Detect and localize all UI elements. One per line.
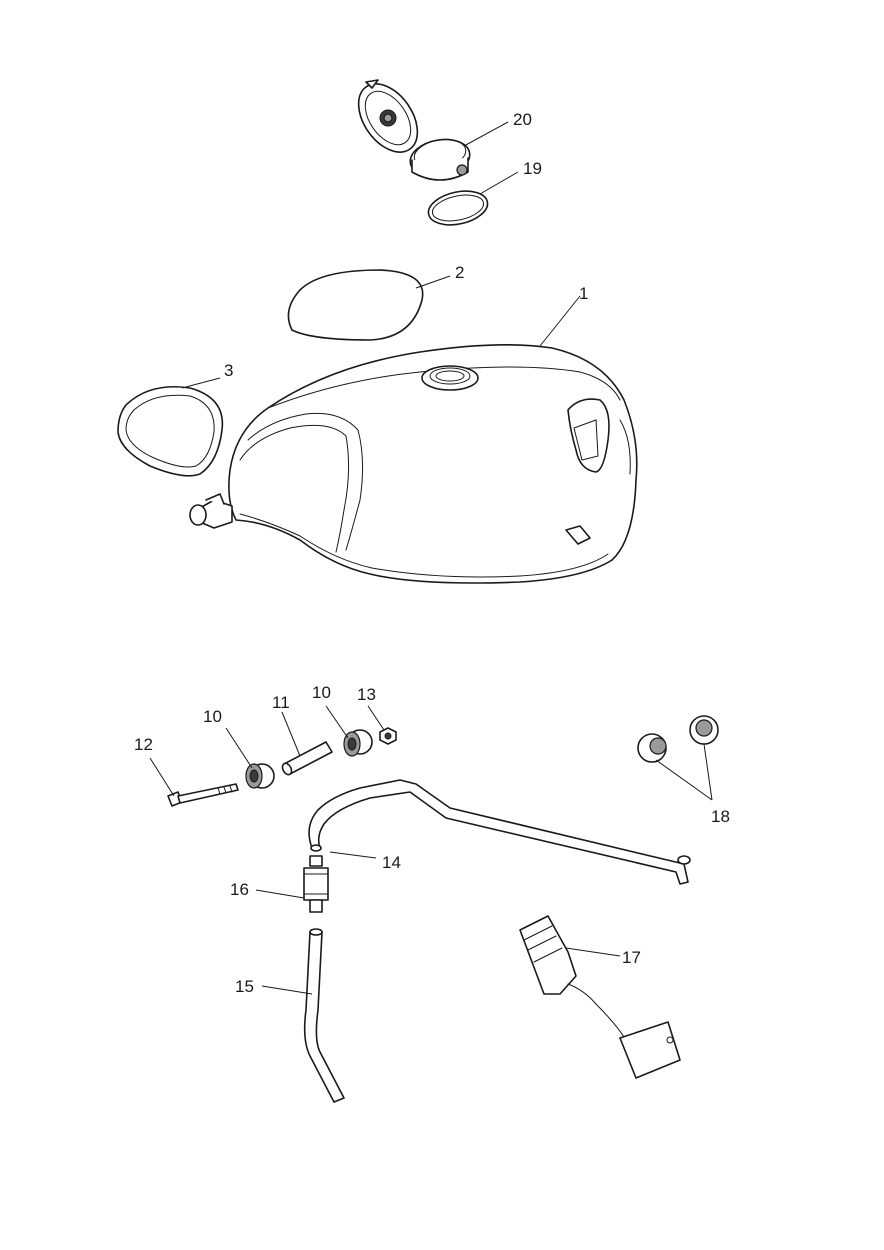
callout-13: 13 bbox=[357, 685, 376, 704]
callout-17: 17 bbox=[622, 948, 641, 967]
part-10-grommet-left bbox=[245, 763, 275, 789]
part-10-grommet-right bbox=[343, 729, 373, 757]
leader-lines bbox=[149, 121, 713, 995]
part-2-knee-pad bbox=[287, 269, 424, 341]
callout-12: 12 bbox=[134, 735, 153, 754]
part-18-rubber-mount bbox=[637, 715, 719, 763]
part-17-fuel-level-sender bbox=[519, 915, 681, 1079]
callout-1: 1 bbox=[579, 284, 588, 303]
part-19-seal-ring bbox=[427, 190, 489, 226]
part-12-bolt bbox=[167, 783, 239, 807]
callout-18: 18 bbox=[711, 807, 730, 826]
callout-2: 2 bbox=[455, 263, 464, 282]
part-16-filter bbox=[303, 855, 329, 913]
callout-20: 20 bbox=[513, 110, 532, 129]
callout-3: 3 bbox=[224, 361, 233, 380]
part-15-drain-hose bbox=[303, 928, 345, 1103]
callout-10-right: 10 bbox=[312, 683, 331, 702]
part-11-spacer-tube bbox=[281, 741, 333, 776]
callout-19: 19 bbox=[523, 159, 542, 178]
callout-11: 11 bbox=[272, 693, 290, 712]
part-13-nut bbox=[379, 727, 397, 745]
part-1-fuel-tank bbox=[189, 344, 638, 584]
callout-10-left: 10 bbox=[203, 707, 222, 726]
callout-14: 14 bbox=[382, 853, 401, 872]
callout-15: 15 bbox=[235, 977, 254, 996]
part-20-filler-cap bbox=[357, 79, 471, 181]
callout-16: 16 bbox=[230, 880, 249, 899]
part-3-knee-pad bbox=[117, 385, 224, 477]
part-14-breather-pipe bbox=[308, 779, 691, 885]
